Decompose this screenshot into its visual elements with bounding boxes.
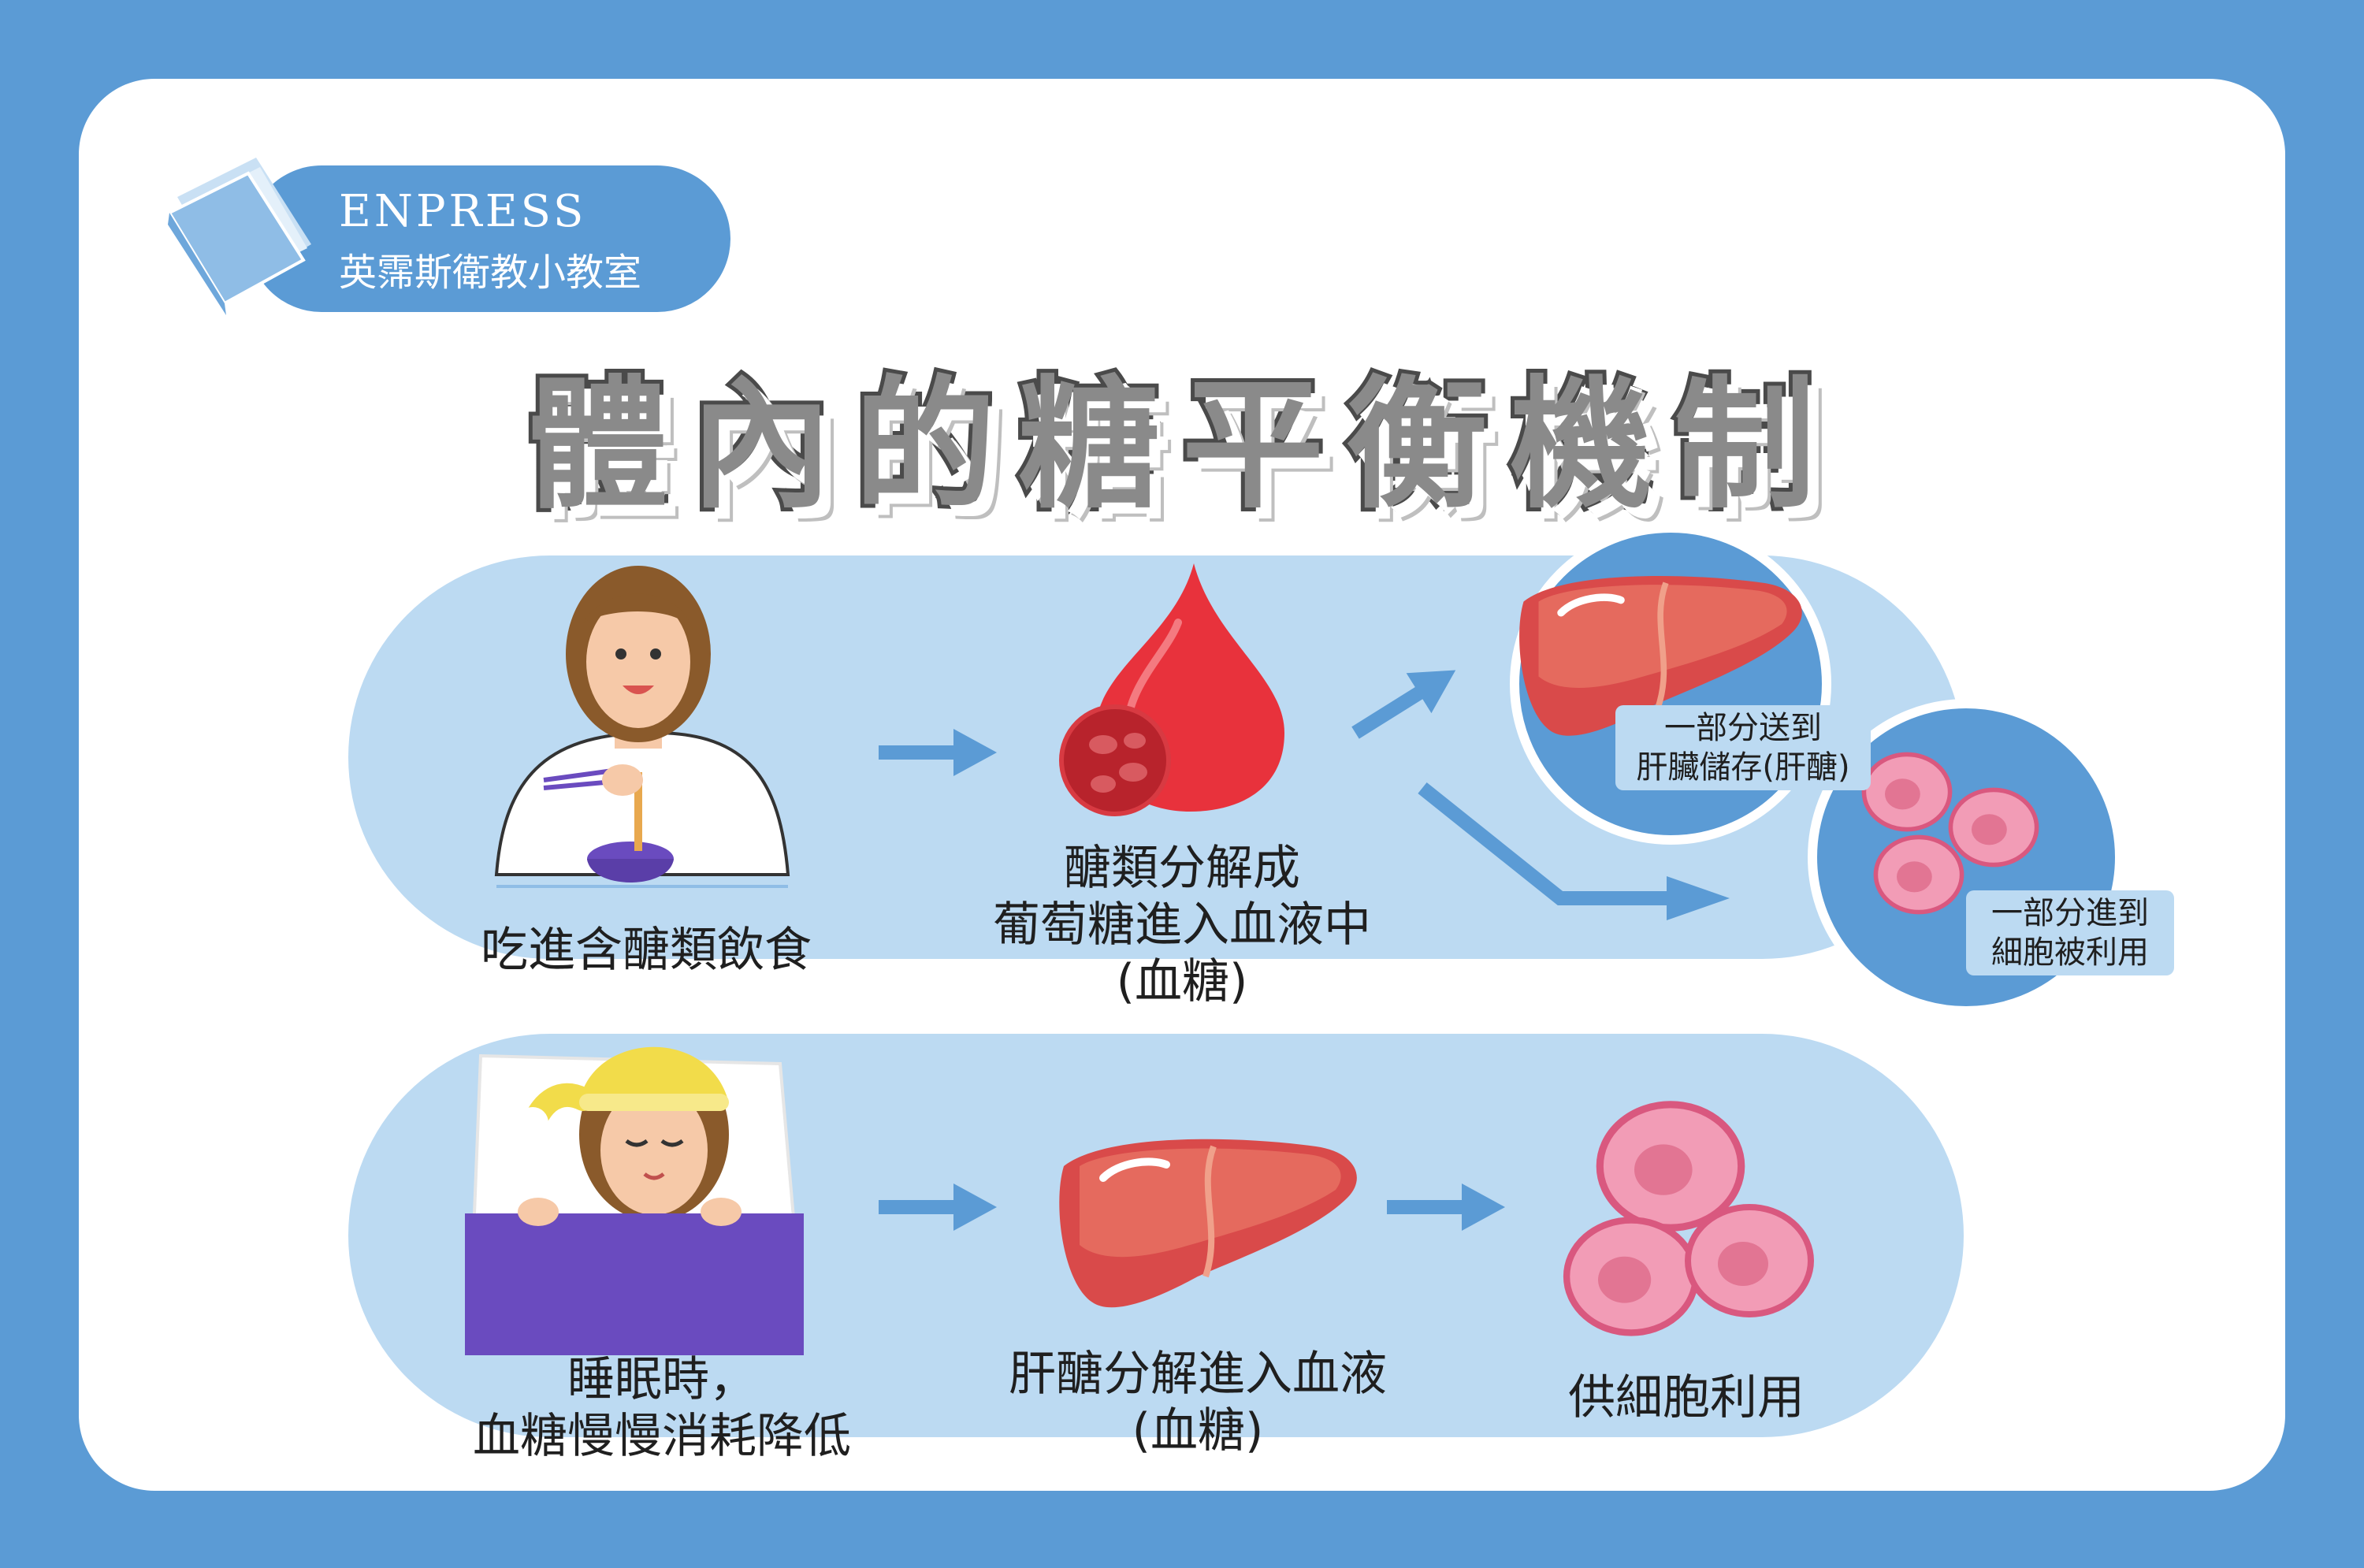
- eat-carbs-label: 吃進含醣類飲食: [481, 923, 812, 978]
- glycogen-line-1: 肝醣分解進入血液: [1009, 1347, 1387, 1402]
- arrow-icon: [1387, 1183, 1505, 1231]
- carb-breakdown-label: 醣類分解成 葡萄糖進入血液中 (血糖): [946, 840, 1418, 1010]
- brand-badge: [248, 165, 730, 312]
- carb-breakdown-line-2: 葡萄糖進入血液中: [993, 897, 1371, 953]
- cell-use-line-2: 細胞被利用: [1991, 934, 2149, 971]
- sleep-line-2: 血糖慢慢消耗降低: [473, 1409, 851, 1464]
- arrow-icon: [1418, 782, 1730, 920]
- liver-icon: [1059, 1139, 1357, 1307]
- arrow-icon: [1343, 650, 1469, 753]
- cell-icon: [1864, 754, 1950, 829]
- arrow-icon: [879, 1183, 997, 1231]
- liver-storage-tag: 一部分送到 肝臟儲存(肝醣): [1615, 705, 1871, 790]
- liver-storage-line-2: 肝臟儲存(肝醣): [1636, 749, 1850, 786]
- cell-icon: [1875, 837, 1961, 912]
- carb-breakdown-line-1: 醣類分解成: [1064, 841, 1300, 896]
- liver-storage-line-1: 一部分送到: [1664, 710, 1822, 746]
- brand-name-en: ENPRESS: [339, 186, 587, 237]
- cell-icon: [1950, 790, 2036, 864]
- woman-sleeping-icon: [465, 1046, 804, 1355]
- brand-name-zh: 英霈斯衛教小教室: [339, 251, 642, 295]
- woman-eating-icon: [494, 566, 790, 888]
- cell-use-tag: 一部分進到 細胞被利用: [1966, 890, 2174, 975]
- arrow-icon: [879, 729, 997, 776]
- sleep-label: 睡眠時， 血糖慢慢消耗降低: [410, 1351, 914, 1465]
- cell-icon: [1567, 1221, 1696, 1333]
- glycogen-label: 肝醣分解進入血液 (血糖): [946, 1346, 1450, 1459]
- cell-icon: [1688, 1207, 1811, 1314]
- cells-use-label: 供細胞利用: [1568, 1370, 1805, 1425]
- glycogen-line-2: (血糖): [1132, 1403, 1264, 1458]
- carb-breakdown-line-3: (血糖): [1116, 954, 1248, 1009]
- blood-drop-icon: [1059, 563, 1284, 816]
- cell-use-line-1: 一部分進到: [1991, 895, 2149, 931]
- book-icon: [167, 158, 311, 315]
- sleep-line-1: 睡眠時，: [567, 1352, 756, 1407]
- cell-icon: [1600, 1105, 1741, 1228]
- page-title: 體內的糖平衡機制: [522, 359, 1838, 532]
